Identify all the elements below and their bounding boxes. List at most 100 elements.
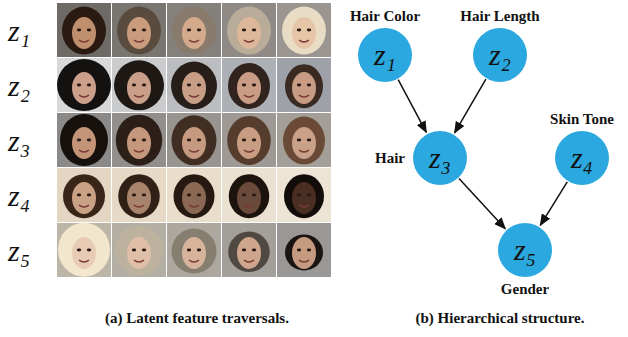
face-skin <box>292 182 316 214</box>
face-skin <box>72 17 96 49</box>
face-image <box>167 58 221 112</box>
hair-shape <box>116 115 163 166</box>
face-image <box>57 58 111 112</box>
eye <box>307 84 311 87</box>
face-image <box>57 168 111 222</box>
face-skin <box>127 17 151 49</box>
face-image <box>222 113 276 167</box>
eye <box>307 249 311 252</box>
face-image <box>277 58 331 112</box>
hair-shape <box>227 116 271 165</box>
mouth <box>189 260 199 262</box>
node-circle <box>358 28 412 82</box>
caption-text: (b) Hierarchical structure. <box>416 310 585 327</box>
face-skin <box>237 237 261 269</box>
eye <box>252 29 256 32</box>
mouth <box>299 95 309 97</box>
face-background <box>112 168 166 222</box>
eye <box>242 194 246 197</box>
eye <box>77 84 81 87</box>
latent-node: Skin Tonez₄ <box>555 131 609 185</box>
hair-shape <box>174 174 215 218</box>
face-skin <box>182 127 206 159</box>
eye <box>132 194 136 197</box>
face-image <box>222 223 276 277</box>
latent-symbol: z₃ <box>413 131 467 185</box>
face-skin <box>72 72 96 104</box>
face-skin <box>72 127 96 159</box>
mouth <box>134 150 144 152</box>
mouth <box>244 205 254 207</box>
eye <box>197 84 201 87</box>
face-image <box>57 3 111 57</box>
eye <box>142 29 146 32</box>
face-image <box>112 113 166 167</box>
mouth <box>79 260 89 262</box>
eye <box>252 194 256 197</box>
eye <box>242 84 246 87</box>
latent-symbol: z₂ <box>473 28 527 82</box>
mouth <box>244 260 254 262</box>
mouth <box>79 95 89 97</box>
eye <box>197 194 201 197</box>
eye <box>77 249 81 252</box>
eye <box>142 84 146 87</box>
face-skin <box>237 127 261 159</box>
latent-label: z₂ <box>8 69 30 102</box>
hair-shape <box>172 229 217 274</box>
face-background <box>167 58 221 112</box>
face-skin <box>127 72 151 104</box>
hair-shape <box>118 174 160 218</box>
eye <box>297 29 301 32</box>
hair-shape <box>227 7 271 55</box>
latent-label: z₁ <box>8 14 30 47</box>
face-background <box>112 3 166 57</box>
face-background <box>277 223 331 277</box>
face-background <box>277 58 331 112</box>
face-image <box>167 3 221 57</box>
eye <box>77 29 81 32</box>
node-circle <box>413 131 467 185</box>
mouth <box>134 40 144 42</box>
face-background <box>57 58 111 112</box>
dependency-arrow <box>540 182 567 226</box>
eye <box>197 249 201 252</box>
eye <box>87 139 91 142</box>
eye <box>132 139 136 142</box>
node-heading: Hair Color <box>350 8 420 25</box>
eye <box>187 194 191 197</box>
mouth <box>299 40 309 42</box>
node-circle <box>498 223 552 277</box>
mouth <box>299 205 309 207</box>
latent-node: Genderz₅ <box>498 223 552 277</box>
face-background <box>57 168 111 222</box>
face-background <box>167 223 221 277</box>
mouth <box>244 150 254 152</box>
eye <box>252 139 256 142</box>
mouth <box>134 205 144 207</box>
latent-symbol: z₁ <box>358 28 412 82</box>
face-skin <box>127 182 151 214</box>
eye <box>132 84 136 87</box>
node-heading: Hair <box>375 150 405 167</box>
node-circle <box>555 131 609 185</box>
hair-shape <box>58 223 110 277</box>
face-skin <box>182 17 206 49</box>
hair-shape <box>60 114 108 166</box>
face-background <box>57 3 111 57</box>
eye <box>307 194 311 197</box>
hair-shape <box>172 115 217 165</box>
eye <box>142 249 146 252</box>
mouth <box>79 150 89 152</box>
eye <box>297 139 301 142</box>
eye <box>87 249 91 252</box>
face-image <box>57 113 111 167</box>
eye <box>187 139 191 142</box>
eye <box>242 139 246 142</box>
eye <box>142 194 146 197</box>
face-background <box>277 3 331 57</box>
face-skin <box>237 72 261 104</box>
face-background <box>57 223 111 277</box>
face-image <box>167 113 221 167</box>
